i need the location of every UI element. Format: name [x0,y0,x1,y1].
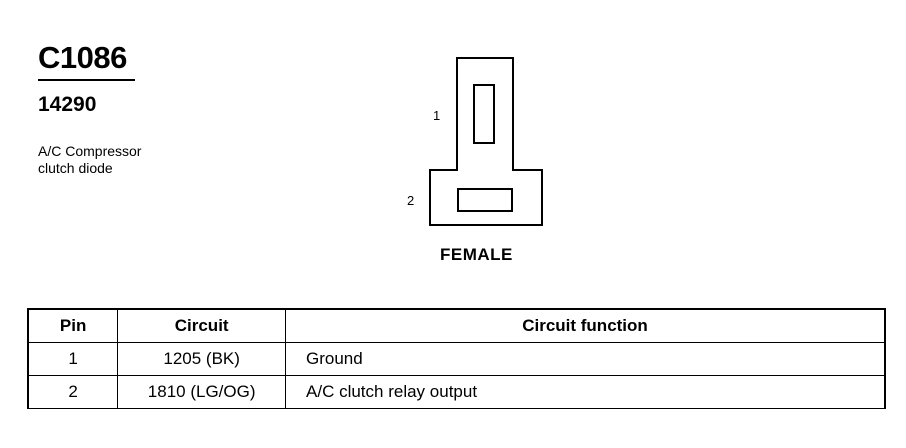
connector-id: C1086 [38,40,127,75]
connector-description: A/C Compressor clutch diode [38,143,141,177]
circuit-cell: 1810 (LG/OG) [117,375,287,409]
connector-housing-outline [429,57,543,226]
pinout-table: Pin Circuit Circuit function 1 1205 (BK)… [27,308,887,409]
pin-2-cavity [457,188,513,212]
function-cell: A/C clutch relay output [285,375,887,409]
pin-cell: 1 [27,342,119,376]
pin-cell: 2 [27,375,119,409]
pin-1-cavity [473,84,495,144]
header-circuit-function: Circuit function [285,308,887,343]
pin-1-label: 1 [433,108,440,123]
header-circuit: Circuit [117,308,287,343]
title-underline [38,79,135,81]
table-row: 1 1205 (BK) Ground [27,342,887,376]
table-header-row: Pin Circuit Circuit function [27,308,887,343]
connector-face-diagram: 1 2 [407,57,543,226]
description-line-1: A/C Compressor [38,143,142,159]
table-row: 2 1810 (LG/OG) A/C clutch relay output [27,375,887,409]
description-line-2: clutch diode [38,160,113,176]
part-number: 14290 [38,93,97,116]
header-pin: Pin [27,308,119,343]
function-cell: Ground [285,342,887,376]
view-label: FEMALE [440,245,513,264]
circuit-cell: 1205 (BK) [117,342,287,376]
pin-2-label: 2 [407,193,414,208]
